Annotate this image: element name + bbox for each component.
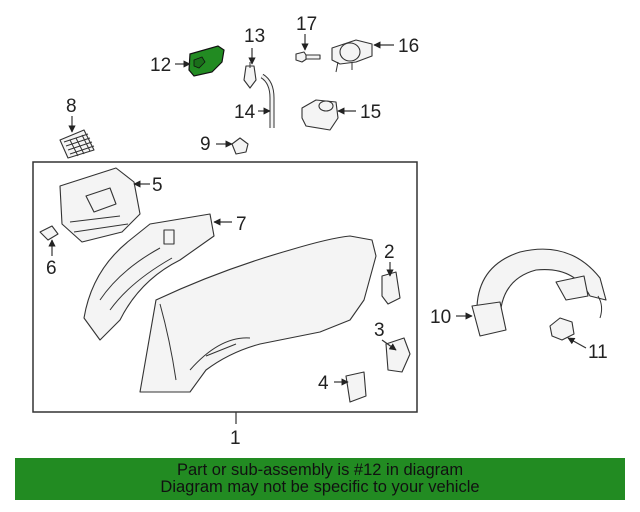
callout-7: 7 (236, 214, 247, 235)
leader-lines (48, 34, 587, 424)
callout-3: 3 (374, 320, 385, 341)
part-2 (381, 271, 401, 305)
part-8 (59, 129, 95, 159)
part-1-quarter-panel (139, 235, 377, 393)
part-15 (301, 99, 339, 131)
part-3 (385, 337, 411, 373)
callout-5: 5 (152, 175, 163, 196)
part-7 (83, 213, 215, 341)
part-6 (39, 225, 59, 241)
callout-17: 17 (296, 14, 317, 35)
callout-9: 9 (200, 134, 211, 155)
assembly-frame (32, 161, 418, 413)
part-17 (295, 51, 321, 63)
callout-1: 1 (230, 428, 241, 449)
callout-12: 12 (150, 55, 171, 76)
callout-8: 8 (66, 96, 77, 117)
part-13 (243, 62, 257, 89)
part-5 (59, 167, 141, 243)
callout-labels: 12 13 17 16 14 15 9 8 5 7 6 2 3 4 10 11 … (46, 14, 608, 449)
info-banner: Part or sub-assembly is #12 in diagram D… (15, 458, 625, 500)
part-4 (345, 371, 367, 403)
callout-15: 15 (360, 102, 381, 123)
callout-4: 4 (318, 373, 329, 394)
part-16 (331, 39, 373, 73)
part-12-highlighted[interactable] (188, 45, 225, 77)
part-11 (549, 317, 575, 341)
part-9 (231, 137, 249, 155)
callout-13: 13 (244, 26, 265, 47)
banner-line-part-number: Part or sub-assembly is #12 in diagram (176, 461, 464, 479)
callout-14: 14 (234, 102, 256, 123)
callout-11: 11 (588, 342, 608, 363)
part-10-wheel-liner (471, 248, 607, 337)
part-14 (260, 73, 275, 128)
callout-6: 6 (46, 258, 57, 279)
callout-10: 10 (430, 307, 451, 328)
callout-2: 2 (384, 242, 395, 263)
parts-diagram: 12 13 17 16 14 15 9 8 5 7 6 2 3 4 10 11 … (32, 14, 608, 449)
banner-line-disclaimer: Diagram may not be specific to your vehi… (160, 478, 480, 496)
callout-16: 16 (398, 36, 419, 57)
